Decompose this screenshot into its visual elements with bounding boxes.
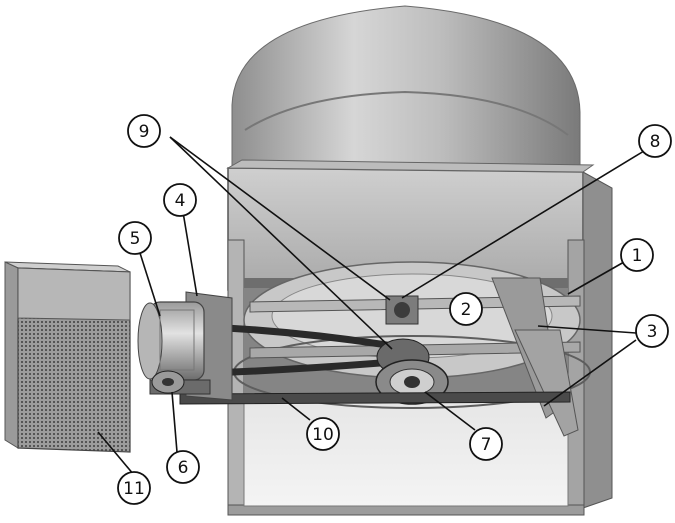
callout-1: 1: [620, 238, 654, 272]
callout-7: 7: [469, 427, 503, 461]
callout-4: 4: [163, 183, 197, 217]
callout-11-label: 11: [123, 479, 145, 499]
callout-1-label: 1: [632, 246, 643, 266]
callout-2-label: 2: [461, 300, 472, 320]
callout-10: 10: [306, 417, 340, 451]
callout-3: 3: [635, 314, 669, 348]
callout-11: 11: [117, 471, 151, 505]
callout-5-label: 5: [130, 229, 141, 249]
callout-8-label: 8: [650, 132, 661, 152]
belt-guard: [4, 261, 131, 453]
callout-2: 2: [449, 292, 483, 326]
shaft-supports: [249, 277, 581, 437]
upper-bearing: [385, 295, 419, 325]
motor-base-rail: [179, 391, 571, 405]
leader-lines: [97, 136, 645, 476]
callout-7-label: 7: [481, 435, 492, 455]
callout-6: 6: [166, 450, 200, 484]
callout-4-label: 4: [175, 191, 186, 211]
callout-5: 5: [118, 221, 152, 255]
callout-9: 9: [127, 114, 161, 148]
callout-6-label: 6: [178, 458, 189, 478]
callout-10-label: 10: [312, 425, 334, 445]
motor-pulley: [151, 370, 185, 394]
callout-8: 8: [638, 124, 672, 158]
callout-9-label: 9: [139, 122, 150, 142]
callout-3-label: 3: [647, 322, 658, 342]
inlet-drum: [231, 5, 581, 179]
